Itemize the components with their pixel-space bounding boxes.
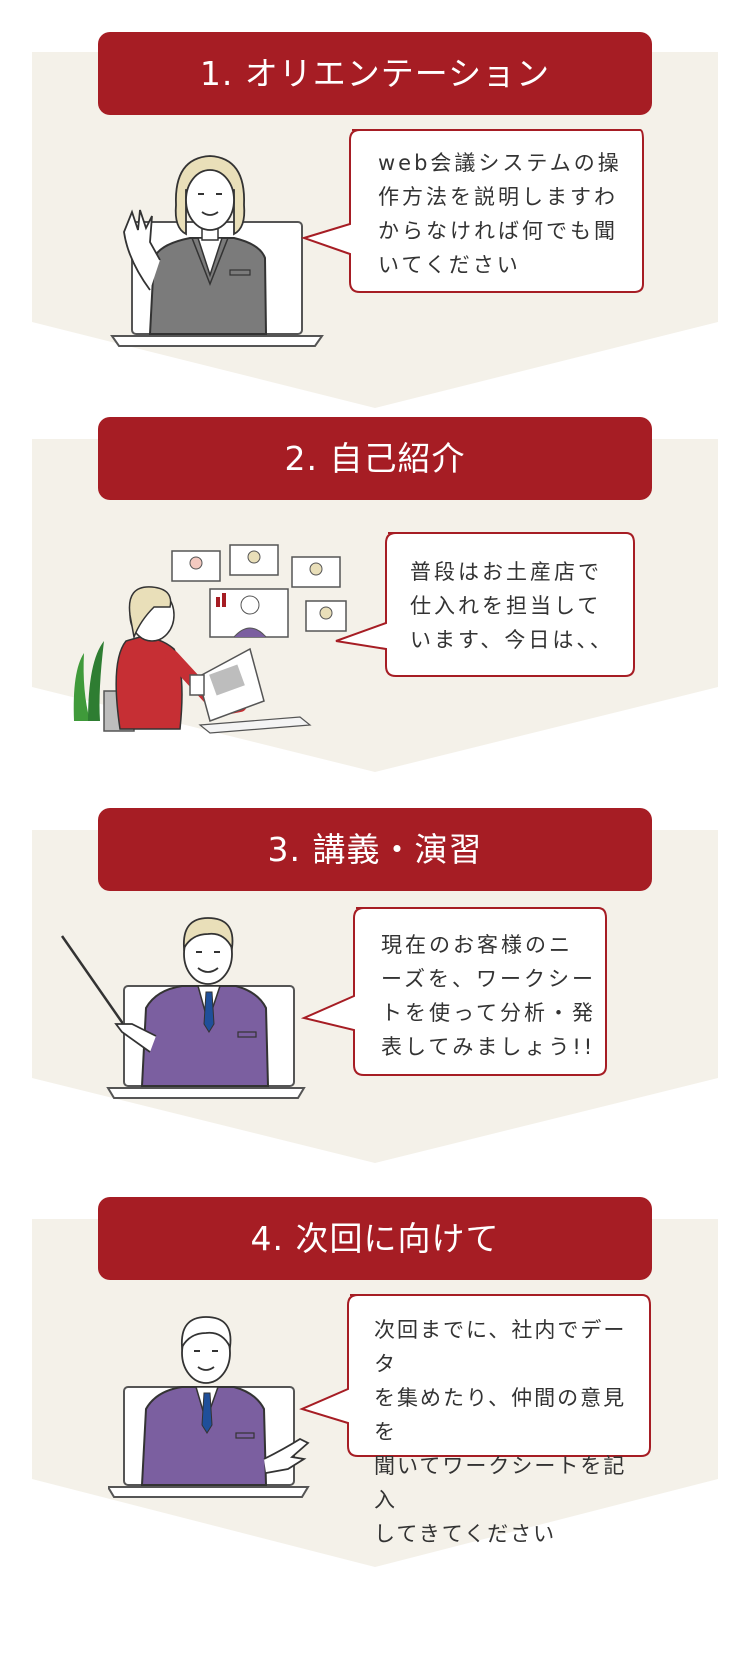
step-title: 4. 次回に向けて (98, 1197, 652, 1280)
speech-bubble (300, 907, 607, 1076)
video-conference-participant-icon (73, 544, 347, 734)
speech-text: 普段はお土産店で 仕入れを担当して います、今日は、、 (410, 560, 614, 652)
step-title: 2. 自己紹介 (98, 417, 652, 500)
step-title: 1. オリエンテーション (98, 32, 652, 115)
speech-bubble (299, 1294, 651, 1457)
speech-text: web会議システムの操 作方法を説明しますわ からなければ何でも聞 いてください (378, 151, 622, 277)
speech-text: 次回までに、社内でデータ を集めたり、仲間の意見を 聞いてワークシートを記入 し… (374, 1318, 627, 1546)
presenter-woman-laptop-icon (110, 155, 324, 347)
speech-text: 現在のお客様のニ ーズを、ワークシー トを使って分析・発 表してみましょう!! (381, 933, 596, 1059)
presenter-man-laptop-icon (108, 1316, 310, 1498)
step-title: 3. 講義・演習 (98, 808, 652, 891)
speech-bubble (300, 129, 644, 293)
lecturer-pointer-laptop-icon (60, 917, 306, 1099)
speech-bubble (335, 532, 635, 677)
